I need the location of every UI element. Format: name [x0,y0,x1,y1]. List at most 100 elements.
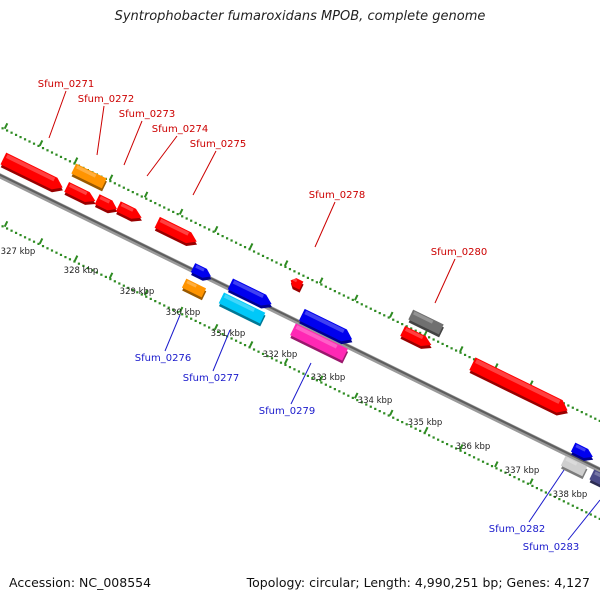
tick-dot [333,290,336,293]
tick-dot [558,498,561,501]
tick-dot [567,502,570,505]
gene-label-leader [528,469,565,523]
tick-dot [454,447,458,450]
tick-dot [302,372,305,375]
tick-dot [459,351,462,354]
gene-arrow-sfum-0283 [589,469,600,490]
tick-dot [383,412,386,415]
tick-dot [176,213,179,216]
tick-dot [59,253,63,257]
tick-mark [143,191,149,198]
tick-dot [589,513,592,516]
gene-arrow-sfum-0272 [71,163,107,192]
tick-dot [275,359,278,362]
tick-dot [333,388,336,391]
tick-mark [283,260,289,267]
gene-arrow-sfum-0281 [400,326,432,349]
tick-dot [145,295,148,298]
tick-dot [437,438,440,441]
tick-dot [544,491,547,494]
tick-dot [190,317,193,320]
tick-dot [19,234,22,237]
tick-dot [329,385,332,389]
tick-dot [86,267,89,270]
tick-mark [459,345,464,353]
gene-arrow-sfum-0282b [560,455,588,480]
tick-dot [154,202,157,205]
ruler-tick-label: 328 kbp [64,266,99,276]
ruler-tick-label: 330 kbp [166,308,201,318]
tick-dot [221,235,224,238]
tick-dot [540,489,543,492]
tick-dot [311,279,314,282]
tick-dot [176,311,179,314]
tick-dot [508,473,512,477]
tick-dot [185,315,188,318]
tick-dot [499,469,503,472]
tick-dot [513,476,516,479]
tick-dot [131,191,134,194]
tick-dot [149,297,152,301]
tick-mark [73,255,79,262]
tick-dot [468,454,471,457]
tick-dot [374,407,377,411]
tick-dot [342,294,345,297]
tick-dot [73,260,76,263]
genome-title: Syntrophobacter fumaroxidans MPOB, compl… [114,9,486,24]
tick-dot [324,383,327,386]
tick-dot [68,258,72,261]
tick-dot [396,418,399,422]
gene-arrow-sfum-0277b [218,292,266,327]
tick-dot [589,415,592,418]
tick-dot [37,242,40,246]
tick-dot [266,355,269,358]
ruler-tick-label: 333 kbp [311,373,346,383]
tick-dot [553,495,556,499]
tick-dot [428,434,431,437]
gene-label: Sfum_0273 [119,109,175,120]
tick-dot [445,345,449,348]
tick-dot [28,140,31,143]
tick-dot [230,239,233,242]
tick-dot [477,458,480,461]
gene-label: Sfum_0276 [135,353,191,364]
tick-mark [38,238,44,245]
tick-dot [481,460,485,463]
tick-dot [113,280,116,283]
accession-text: Accession: NC_008554 [9,575,152,590]
lower-tick-track [1,220,600,521]
tick-dot [73,162,76,165]
tick-dot [549,493,552,496]
tick-dot [136,193,139,196]
tick-mark [318,375,324,382]
ruler-tick-label: 332 kbp [263,350,298,360]
tick-dot [598,419,600,423]
tick-dot [454,349,458,352]
tick-dot [243,344,247,347]
ruler-tick-label: 327 kbp [1,247,36,257]
tick-dot [311,377,314,380]
tick-dot [64,256,67,259]
tick-dot [208,228,211,231]
tick-dot [315,379,318,382]
tick-dot [225,237,229,240]
tick-dot [221,333,224,336]
tick-dot [32,142,36,145]
tick-dot [64,158,67,161]
gene-arrow-sfum-0277 [227,278,272,309]
tick-dot [109,278,112,281]
tick-dot [437,340,440,343]
tick-dot [284,363,287,367]
tick-dot [46,149,49,152]
gene-label-leader [96,105,105,156]
gene-arrow-sfum-0278 [290,278,304,293]
tick-dot [118,282,121,285]
tick-dot [432,436,435,439]
tick-dot [131,289,134,292]
tick-dot [297,272,301,275]
tick-mark [353,392,359,399]
tick-mark [178,208,184,215]
tick-dot [419,331,422,335]
tick-dot [217,330,220,334]
